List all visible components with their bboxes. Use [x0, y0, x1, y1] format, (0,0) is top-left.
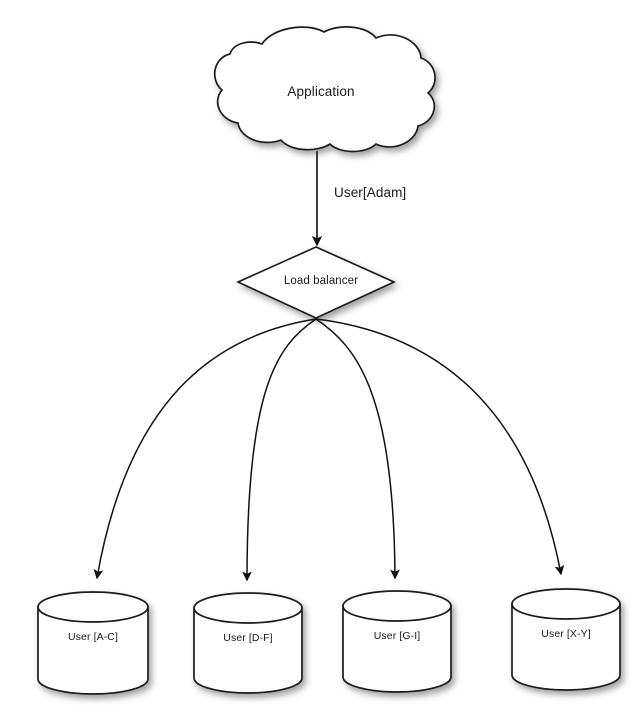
diamond-shape	[235, 246, 397, 319]
cylinder-body	[511, 603, 621, 691]
cloud-shape	[213, 26, 436, 153]
edge-curve	[315, 318, 565, 576]
node-database-2[interactable]	[193, 592, 303, 694]
edge-curve	[93, 318, 317, 580]
edge-load-balancer-to-db-4	[315, 318, 565, 576]
cylinder-body	[37, 606, 149, 695]
node-database-3[interactable]	[342, 590, 452, 693]
cylinder-body	[342, 605, 452, 693]
edge-curve	[315, 318, 400, 580]
node-database-1[interactable]	[37, 591, 149, 695]
node-load-balancer[interactable]	[235, 246, 397, 319]
node-application[interactable]	[213, 26, 436, 153]
cylinder-body	[193, 607, 303, 694]
edge-load-balancer-to-db-3	[315, 318, 400, 580]
edge-load-balancer-to-db-2	[242, 318, 317, 582]
cylinder-top	[342, 590, 452, 622]
node-database-4[interactable]	[511, 588, 621, 691]
cylinder-top	[37, 591, 149, 623]
cylinder-top	[193, 592, 303, 624]
edge-curve	[242, 318, 317, 582]
edge-load-balancer-to-db-1	[93, 318, 317, 580]
cylinder-top	[511, 588, 621, 620]
